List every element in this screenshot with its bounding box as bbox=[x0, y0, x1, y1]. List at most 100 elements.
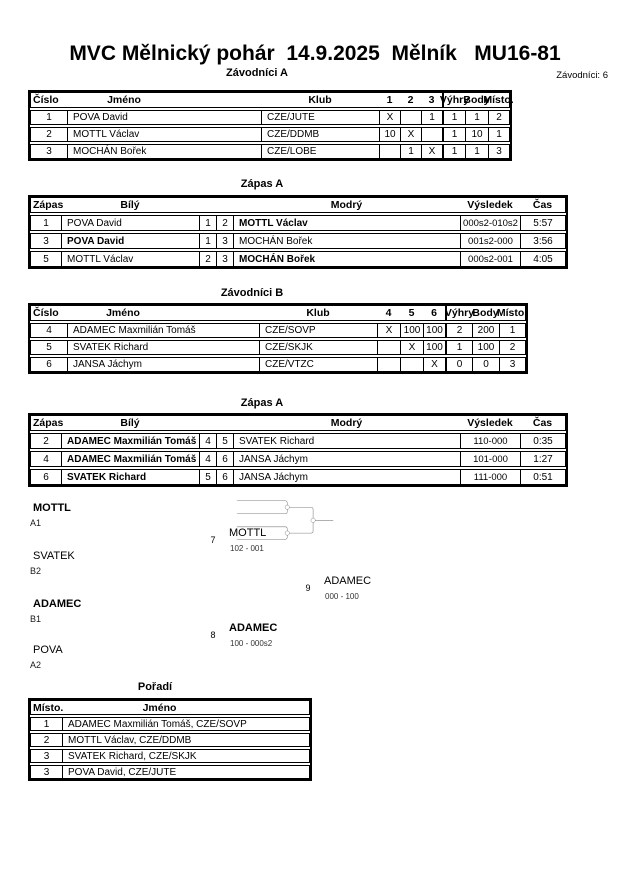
cell-vysledek: 111-000 bbox=[460, 470, 520, 484]
col-header-misto: Místo. bbox=[483, 94, 514, 106]
cell-vyhry: 1 bbox=[442, 111, 465, 124]
cell-n2: 5 bbox=[216, 434, 233, 448]
col-header-klub: Klub bbox=[306, 307, 330, 319]
col-header-bily: Bílý bbox=[120, 199, 140, 211]
cell-score bbox=[421, 128, 442, 141]
pool-a-title: Závodníci A bbox=[226, 67, 288, 79]
bracket-seed-label: B2 bbox=[30, 566, 42, 576]
col-header-vysledek: Výsledek bbox=[467, 199, 513, 211]
match-8-number: 8 bbox=[210, 630, 216, 640]
table-header-row: Místo. Jméno bbox=[30, 700, 310, 715]
cell-body: 100 bbox=[472, 341, 499, 354]
table-row: 3 SVATEK Richard, CZE/SKJK bbox=[30, 749, 310, 763]
cell-jmeno: SVATEK Richard bbox=[67, 341, 259, 354]
bracket-match-score: 102 - 001 bbox=[230, 544, 264, 553]
bracket-entrant-name: MOTTL bbox=[33, 502, 71, 514]
cell-body: 0 bbox=[472, 358, 499, 371]
cell-klub: CZE/VTZC bbox=[259, 358, 377, 371]
pool-a-table: Číslo Jméno Klub 1 2 3 Výhry Body Místo.… bbox=[28, 90, 514, 161]
pool-b-table: Číslo Jméno Klub 4 5 6 Výhry Body Místo.… bbox=[28, 303, 528, 374]
cell-cislo: 1 bbox=[46, 112, 52, 123]
cell-body: 1 bbox=[465, 111, 488, 124]
cell-cas: 5:57 bbox=[520, 216, 565, 230]
cell-zapas: 2 bbox=[43, 435, 49, 447]
cell-score: 100 bbox=[423, 341, 445, 354]
table-header-row: Číslo Jméno Klub 1 2 3 Výhry Body Místo. bbox=[30, 92, 514, 108]
table-row: 2 MOTTL Václav CZE/DDMB 10 X 1 10 1 bbox=[30, 127, 510, 142]
table-header-row: Zápas Bílý Modrý Výsledek Čas bbox=[30, 415, 566, 431]
cell-n1: 5 bbox=[199, 470, 216, 484]
cell-score: X bbox=[377, 324, 400, 337]
cell-modry: MOCHÁN Bořek bbox=[233, 252, 460, 266]
cell-misto: 3 bbox=[43, 750, 50, 762]
cell-cas: 1:27 bbox=[520, 452, 565, 466]
bracket-entrant-name: POVA bbox=[33, 644, 63, 656]
col-header-klub: Klub bbox=[308, 94, 332, 106]
cell-score: X bbox=[400, 341, 423, 354]
cell-score: X bbox=[423, 358, 445, 371]
cell-n1: 1 bbox=[199, 216, 216, 230]
cell-vysledek: 110-000 bbox=[460, 434, 520, 448]
col-header-1: 1 bbox=[386, 94, 393, 106]
col-header-cislo: Číslo bbox=[33, 94, 59, 106]
cell-misto: 2 bbox=[499, 341, 525, 354]
cell-jmeno: POVA David, CZE/JUTE bbox=[62, 766, 309, 778]
cell-jmeno: MOCHÁN Bořek bbox=[67, 145, 261, 158]
cell-vyhry: 1 bbox=[442, 128, 465, 141]
cell-zapas: 4 bbox=[43, 453, 49, 465]
cell-jmeno: ADAMEC Maxmilián Tomáš bbox=[67, 324, 259, 337]
col-header-4: 4 bbox=[385, 307, 392, 319]
cell-score: 1 bbox=[400, 145, 421, 158]
cell-vyhry: 0 bbox=[445, 358, 472, 371]
cell-misto: 1 bbox=[488, 128, 509, 141]
matches-a-title: Zápas A bbox=[240, 178, 284, 190]
col-header-jmeno: Jméno bbox=[107, 94, 141, 106]
cell-misto: 3 bbox=[499, 358, 525, 371]
cell-misto: 2 bbox=[43, 734, 50, 746]
cell-score: X bbox=[379, 111, 400, 124]
cell-body: 10 bbox=[465, 128, 488, 141]
cell-misto: 3 bbox=[43, 766, 50, 778]
cell-n2: 6 bbox=[216, 470, 233, 484]
col-header-misto: Místo. bbox=[496, 307, 528, 319]
cell-body: 1 bbox=[465, 145, 488, 158]
col-header-zapas: Zápas bbox=[33, 417, 64, 429]
col-header-cas: Čas bbox=[532, 417, 553, 429]
cell-vysledek: 001s2-000 bbox=[460, 234, 520, 248]
bracket-seed-label: A2 bbox=[30, 660, 42, 670]
cell-n1: 1 bbox=[199, 234, 216, 248]
cell-misto: 3 bbox=[488, 145, 509, 158]
cell-bily: SVATEK Richard bbox=[61, 470, 199, 484]
matches-b-table: Zápas Bílý Modrý Výsledek Čas 2 ADAMEC M… bbox=[28, 413, 568, 487]
cell-score: 100 bbox=[400, 324, 423, 337]
col-header-2: 2 bbox=[407, 94, 414, 106]
cell-vyhry: 1 bbox=[442, 145, 465, 158]
cell-n1: 2 bbox=[199, 252, 216, 266]
match-7-number: 7 bbox=[210, 535, 216, 545]
col-header-n1 bbox=[199, 416, 216, 430]
bracket-winner-name: ADAMEC bbox=[324, 575, 372, 587]
col-header-n2 bbox=[216, 198, 233, 212]
cell-cas: 4:05 bbox=[520, 252, 565, 266]
cell-score: 10 bbox=[379, 128, 400, 141]
table-row: 3 POVA David, CZE/JUTE bbox=[30, 765, 310, 779]
cell-misto: 1 bbox=[499, 324, 525, 337]
col-header-jmeno: Jméno bbox=[106, 307, 140, 319]
table-row: 1 POVA David 1 2 MOTTL Václav 000s2-010s… bbox=[30, 215, 566, 231]
table-header-row: Zápas Bílý Modrý Výsledek Čas bbox=[30, 197, 566, 213]
cell-score: X bbox=[421, 145, 442, 158]
cell-vyhry: 2 bbox=[445, 324, 472, 337]
cell-zapas: 5 bbox=[43, 253, 49, 265]
cell-bily: ADAMEC Maxmilián Tomáš bbox=[61, 434, 199, 448]
cell-n1: 4 bbox=[199, 434, 216, 448]
bracket-entrant-name: SVATEK bbox=[33, 550, 75, 562]
matches-a-table: Zápas Bílý Modrý Výsledek Čas 1 POVA Dav… bbox=[28, 195, 568, 269]
cell-score bbox=[377, 341, 400, 354]
col-header-3: 3 bbox=[428, 94, 435, 106]
cell-score bbox=[377, 358, 400, 371]
col-header-modry: Modrý bbox=[330, 417, 363, 429]
cell-cas: 3:56 bbox=[520, 234, 565, 248]
match-7-circle bbox=[284, 504, 290, 510]
bracket-seed-label: A1 bbox=[30, 518, 42, 528]
